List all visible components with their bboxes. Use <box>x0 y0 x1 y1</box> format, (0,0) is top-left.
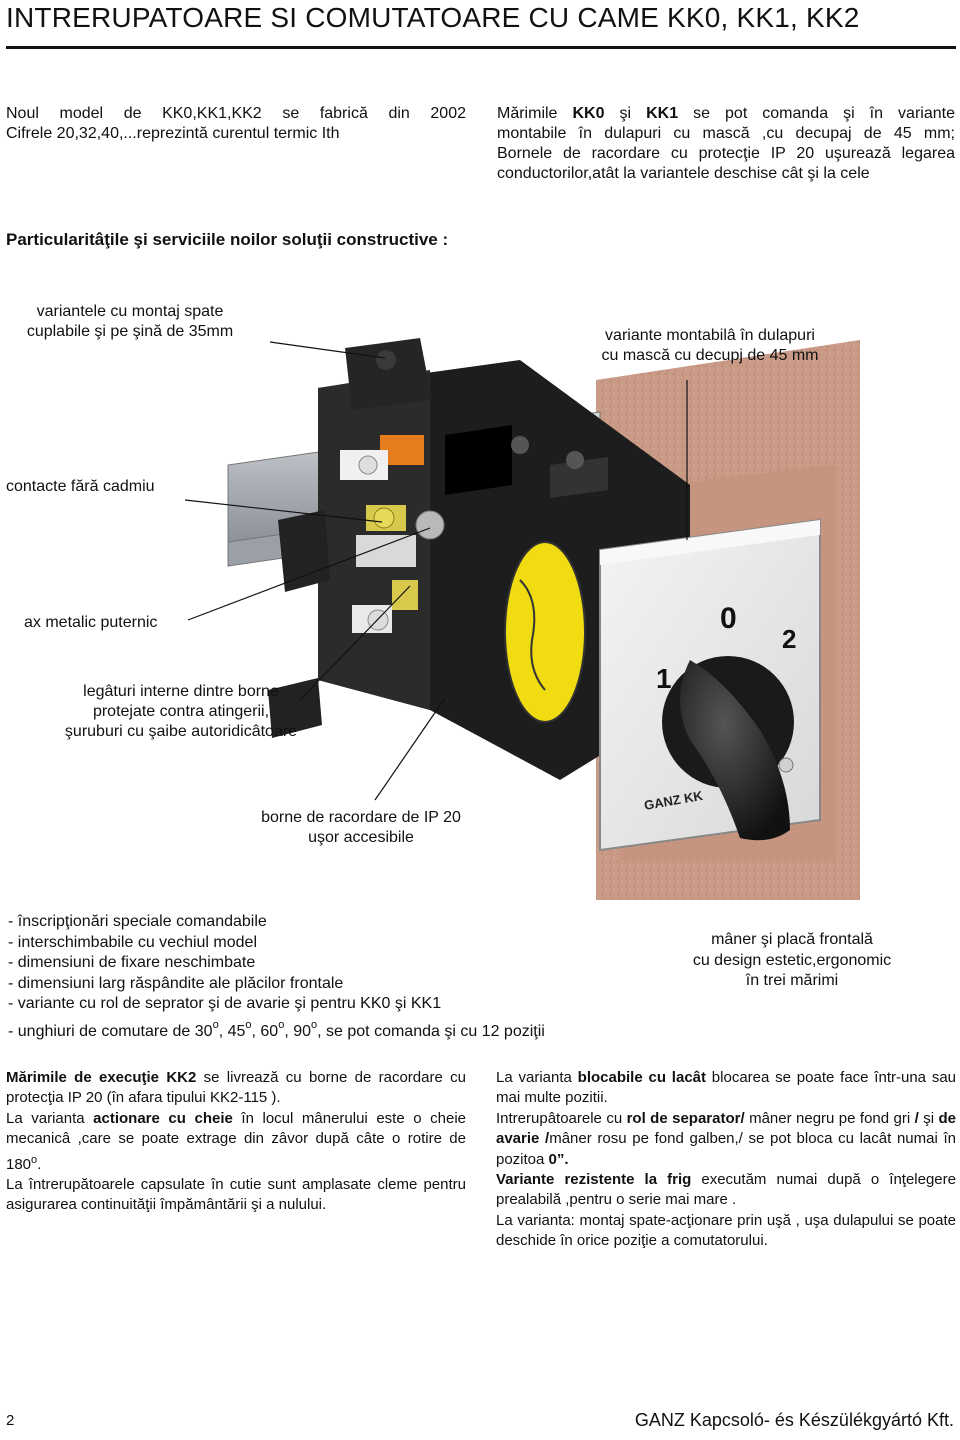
key-text-end: . <box>37 1155 42 1173</box>
key-text-b: în locul mânerului este o cheie mecanicâ… <box>6 1109 466 1173</box>
cam-switch-illustration: 0 1 2 GANZ KK <box>184 338 860 900</box>
separator-text-b: mâner negru pe fond gri <box>744 1109 915 1127</box>
label-terminals-line-2: uşor accesibile <box>308 829 414 846</box>
rotary-handle <box>680 660 790 841</box>
angles-text-e: , se pot comanda şi cu 12 poziţii <box>317 1022 545 1040</box>
angles-text-a: - unghiuri de comutare de 30 <box>8 1022 213 1040</box>
kk2-sizes-rest: se livrează cu borne de racordare cu pro… <box>6 1069 466 1107</box>
list-item: - interschimbabile cu vechiul model <box>8 933 257 951</box>
degree-mark: o <box>278 1018 285 1031</box>
key-operation-paragraph: La varianta actionare cu cheie în locul … <box>6 1109 466 1175</box>
leader-terminals <box>374 697 446 801</box>
cold-resistant-bold: Variante rezistente la frig <box>496 1171 692 1189</box>
intro-kk1: KK1 <box>646 105 679 122</box>
kk2-sizes-bold: Mărimile de execuţie KK2 <box>6 1069 197 1086</box>
angles-text-c: , 60 <box>251 1022 279 1040</box>
list-item: - înscripţionări speciale comandabile <box>8 913 267 930</box>
intro-left-line-2: Cifrele 20,32,40,...reprezintă curentul … <box>6 125 340 142</box>
label-contacts: contacte fără cadmiu <box>6 478 155 495</box>
zero-position-bold: 0”. <box>548 1150 569 1168</box>
list-item: - dimensiuni larg răspândite ale plăcilo… <box>8 974 344 992</box>
separator-text-a: Intrerupâtoarele cu <box>496 1109 627 1127</box>
handle-note: mâner şi placă frontală cu design esteti… <box>672 930 912 992</box>
label-rear-mount-line-2: cuplabile şi pe şină de 35mm <box>26 323 234 340</box>
padlock-bold: blocabile cu lacât <box>577 1069 706 1086</box>
label-links-line-3: şuruburi cu şaibe autoridicâtoare <box>64 723 298 740</box>
label-shaft: ax metalic puternic <box>24 614 158 631</box>
leader-links <box>299 585 411 701</box>
intro-right-line-1: Mărimile KK0 şi KK1 se pot comanda şi în… <box>497 104 955 124</box>
intro-right-line-2: montabile în dulapuri cu mască ,cu decup… <box>497 125 955 142</box>
label-terminals: borne de racordare de IP 20 uşor accesib… <box>226 808 496 848</box>
separator-text-d: mâner rosu pe fond galben,/ se pot bloca… <box>496 1130 956 1168</box>
padlock-paragraph: La varianta blocabile cu lacât blocarea … <box>496 1068 956 1109</box>
key-text-a: La varianta <box>6 1109 94 1127</box>
intro-kk0: KK0 <box>572 105 605 122</box>
page-number: 2 <box>6 1412 15 1429</box>
slash-bold: / <box>914 1109 919 1127</box>
handle-note-line-1: mâner şi placă frontală <box>711 931 873 948</box>
degree-mark: o <box>311 1018 318 1031</box>
degree-mark: o <box>31 1153 38 1166</box>
list-item: - unghiuri de comutare de 30o, 45o, 60o,… <box>8 1015 545 1043</box>
label-links-line-1: legâturi interne dintre borne <box>83 683 279 700</box>
label-cabinet-mount: variante montabilâ în dulapuri cu mască … <box>575 326 845 366</box>
separator-paragraph: Intrerupâtoarele cu rol de separator/ mâ… <box>496 1109 956 1170</box>
label-cabinet-line-2: cu mască cu decupj de 45 mm <box>601 347 819 364</box>
cold-resistant-paragraph: Variante rezistente la frig executăm num… <box>496 1170 956 1211</box>
list-item: - dimensiuni de fixare neschimbate <box>8 954 256 972</box>
label-cabinet-line-1: variante montabilâ în dulapuri <box>605 327 815 344</box>
position-label-0: 0 <box>720 602 737 635</box>
label-terminals-line-1: borne de racordare de IP 20 <box>261 809 461 826</box>
door-operation-paragraph: La varianta: montaj spate-acţionare prin… <box>496 1211 956 1250</box>
intro-left: Noul model de KK0,KK1,KK2 se fabrică din… <box>6 104 466 144</box>
handle-note-line-3: în trei mărimi <box>745 972 839 990</box>
intro-line-1-rest: se pot comanda şi în variante <box>693 105 955 122</box>
kk2-paragraph: Mărimile de execuţie KK2 se livrează cu … <box>6 1068 466 1109</box>
footer-company: GANZ Kapcsoló- és Készülékgyártó Kft. <box>634 1410 954 1430</box>
leader-shaft <box>187 527 431 621</box>
intro-word-sizes: Mărimile <box>497 105 558 122</box>
feature-list: - înscripţionări speciale comandabile - … <box>8 912 545 1043</box>
product-figure: 0 1 2 GANZ KK variantele cu montaj spate… <box>0 260 960 900</box>
key-operation-bold: actionare cu cheie <box>93 1109 233 1127</box>
label-rear-mount-line-1: variantele cu montaj spate <box>36 303 224 320</box>
separator-text-c: şi <box>918 1109 939 1127</box>
angles-text-b: , 45 <box>218 1022 246 1040</box>
enclosure-paragraph: La întrerupătoarele capsulate în cutie s… <box>6 1176 466 1214</box>
intro-right-line-3: Bornele de racordare cu protecţie IP 20 … <box>497 145 955 162</box>
intro-word-and: şi <box>619 105 632 122</box>
angles-text-d: , 90 <box>284 1022 312 1040</box>
leader-contacts <box>184 499 383 523</box>
title-divider <box>6 46 956 49</box>
options-column: La varianta blocabile cu lacât blocarea … <box>496 1068 956 1252</box>
intro-right-line-4: conductorilor,atât la variantele deschis… <box>497 165 870 182</box>
list-item: - variante cu rol de seprator şi de avar… <box>8 995 442 1013</box>
degree-mark: o <box>245 1018 252 1031</box>
label-rear-mount: variantele cu montaj spate cuplabile şi … <box>0 302 260 342</box>
intro-right: Mărimile KK0 şi KK1 se pot comanda şi în… <box>497 104 955 184</box>
leader-rear-mount <box>269 341 386 359</box>
kk2-details-column: Mărimile de execuţie KK2 se livrează cu … <box>6 1068 466 1216</box>
degree-mark: o <box>212 1018 219 1031</box>
yellow-cam-drum <box>504 541 586 723</box>
emergency-bold: de avarie / <box>496 1109 957 1148</box>
label-internal-links: legâturi interne dintre borne protejate … <box>36 682 326 742</box>
page-title: INTRERUPATOARE SI COMUTATOARE CU CAME KK… <box>6 2 860 33</box>
features-heading: Particularitâţile şi serviciile noilor s… <box>6 230 449 249</box>
position-label-2: 2 <box>782 624 796 654</box>
handle-note-line-2: cu design estetic,ergonomic <box>692 951 892 969</box>
cold-resistant-rest: executăm numai după o înţelegere prealab… <box>496 1171 956 1209</box>
padlock-text-b: blocarea se poate face într-una sau mai … <box>496 1069 956 1107</box>
label-links-line-2: protejate contra atingerii, <box>92 703 270 720</box>
intro-left-line-1: Noul model de KK0,KK1,KK2 se fabrică din… <box>6 105 466 122</box>
separator-bold: rol de separator/ <box>626 1109 745 1127</box>
position-label-1: 1 <box>656 663 672 694</box>
padlock-text-a: La varianta <box>496 1069 578 1086</box>
